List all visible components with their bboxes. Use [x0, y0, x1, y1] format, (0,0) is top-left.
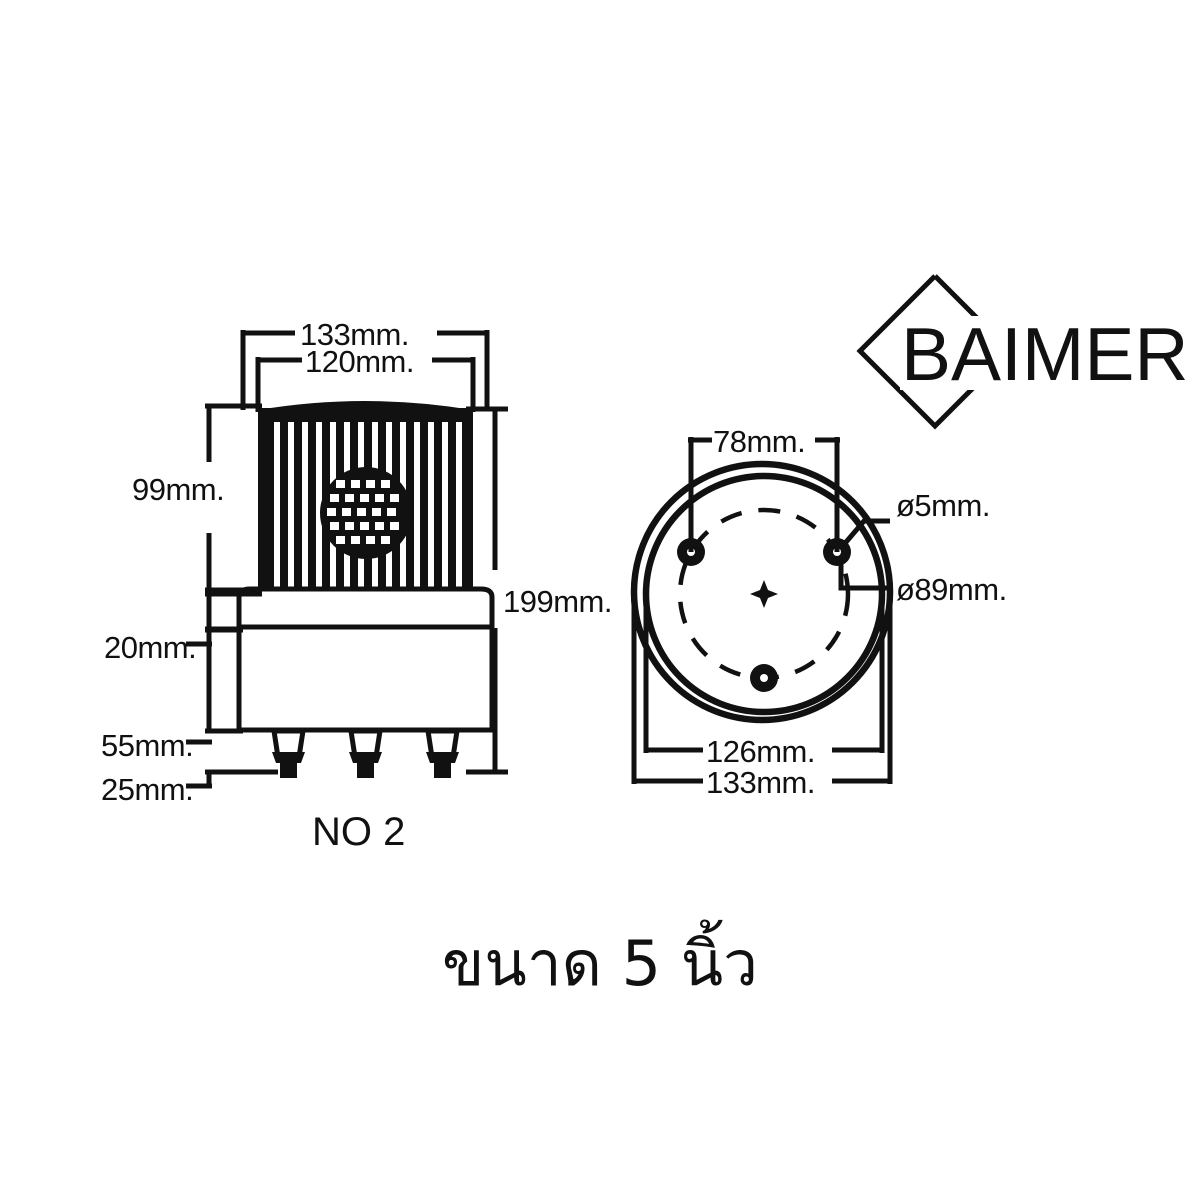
dimension-199mm: 199mm.	[466, 406, 612, 775]
dimension-label-5mm: ø5mm.	[896, 488, 990, 523]
base-body	[236, 624, 495, 733]
lens-assembly	[258, 401, 473, 594]
dimension-133mm-bottom: 133mm.	[631, 592, 893, 800]
dimension-label-199mm: 199mm.	[503, 584, 612, 619]
terminal-posts	[271, 728, 460, 778]
dimension-label-99mm: 99mm.	[132, 472, 224, 507]
dimension-label-89mm: ø89mm.	[896, 572, 1007, 607]
dimension-55mm: 55mm.	[101, 627, 243, 763]
front-elevation-view: 133mm. 120mm. 99mm. 20mm.	[101, 317, 612, 854]
dimension-126mm: 126mm.	[643, 594, 885, 769]
dimension-label-78mm: 78mm.	[713, 424, 805, 459]
terminal-stud	[272, 752, 305, 778]
dimension-label-25mm: 25mm.	[101, 772, 193, 807]
mounting-hole-center	[760, 674, 768, 682]
front-view-label: NO 2	[312, 810, 405, 854]
dimension-25mm: 25mm.	[101, 769, 278, 807]
grille-icon	[320, 467, 412, 559]
dimension-78mm: 78mm.	[688, 424, 840, 552]
dimension-label-55mm: 55mm.	[101, 728, 193, 763]
dimension-label-126mm: 126mm.	[706, 734, 815, 769]
terminal-stud	[426, 752, 459, 778]
dimension-bolt-circle-89mm: ø89mm.	[838, 562, 1007, 607]
dimension-label-120mm: 120mm.	[305, 344, 414, 379]
lens-top-dome	[258, 401, 473, 419]
base-collar	[236, 586, 495, 630]
dimension-label-133mm-top: 133mm.	[300, 317, 409, 352]
center-mark-icon	[750, 580, 778, 608]
dimension-hole-5mm: ø5mm.	[839, 488, 990, 550]
dimension-120mm: 120mm.	[255, 344, 476, 412]
dimension-label-20mm: 20mm.	[104, 630, 196, 665]
brand-name: BAIMER	[901, 312, 1189, 396]
lens-dome-highlight	[261, 404, 470, 416]
logo-text-backdrop	[900, 316, 1155, 390]
dimension-99mm: 99mm.	[132, 403, 262, 597]
terminal-stud	[349, 752, 382, 778]
caption-thai: ขนาด 5 นิ้ว	[442, 919, 758, 1000]
dimension-133mm-top: 133mm.	[240, 317, 490, 410]
bottom-plan-view: 78mm. ø5mm. ø89mm. 126mm. 133mm.	[630, 424, 1007, 800]
dimension-label-133mm-bottom: 133mm.	[706, 765, 815, 800]
baimer-logo: BAIMER	[856, 274, 1189, 430]
